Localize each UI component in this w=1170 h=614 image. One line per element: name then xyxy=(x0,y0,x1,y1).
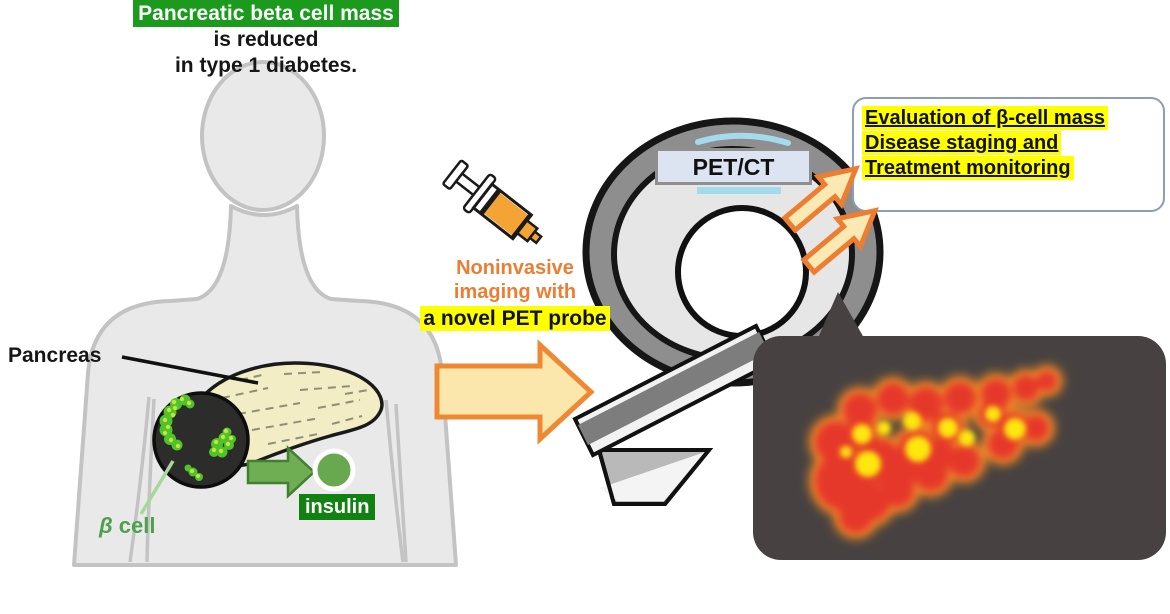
caption-line3: in type 1 diabetes. xyxy=(174,54,358,77)
green-right-arrow xyxy=(246,445,316,499)
caption-line2: is reduced xyxy=(213,28,319,51)
beta-word: cell xyxy=(112,513,156,538)
islet-dots xyxy=(162,396,234,478)
probe-caption: Noninvasive imaging with a novel PET pro… xyxy=(412,256,618,331)
beta-symbol: β xyxy=(99,513,113,538)
insulin-label: insulin xyxy=(299,494,376,520)
outcomes-box: Evaluation of β-cell mass Disease stagin… xyxy=(852,97,1165,212)
probe-line2: imaging with xyxy=(453,281,577,303)
scanner-bed xyxy=(572,323,777,506)
outcome-line2: Disease staging and xyxy=(862,131,1062,155)
beta-cell-pointer-line xyxy=(139,460,175,515)
outcome-line2-wrap: Disease staging and xyxy=(862,131,1163,155)
beta-cell-label: β cell xyxy=(99,513,155,539)
scanner-label: PET/CT xyxy=(655,148,812,185)
outcome-line3-wrap: Treatment monitoring xyxy=(862,156,1163,180)
big-right-arrow xyxy=(434,339,595,445)
probe-line1: Noninvasive xyxy=(456,257,574,279)
caption-highlight: Pancreatic beta cell mass xyxy=(133,0,399,27)
scanner-blue-arc xyxy=(695,132,791,146)
syringe-icon xyxy=(442,159,543,245)
pet-pancreas-heatmap xyxy=(809,365,1063,539)
outcome-line1: Evaluation of β-cell mass xyxy=(862,106,1109,130)
outcome-line1-wrap: Evaluation of β-cell mass xyxy=(862,106,1163,130)
body-silhouette xyxy=(72,60,458,567)
beta-cell-magnifier-circle xyxy=(139,391,250,515)
probe-highlight: a novel PET probe xyxy=(420,306,610,331)
pancreas-texture xyxy=(221,371,369,445)
insulin-molecule xyxy=(312,448,356,492)
scanner-blue-bar xyxy=(697,187,781,194)
pancreas-pointer-line xyxy=(121,355,259,385)
scanner-bore xyxy=(675,205,809,339)
outcome-line3: Treatment monitoring xyxy=(862,156,1074,180)
pancreas-label: Pancreas xyxy=(8,344,102,367)
chest-caption: Pancreatic beta cell mass is reduced in … xyxy=(0,0,532,79)
